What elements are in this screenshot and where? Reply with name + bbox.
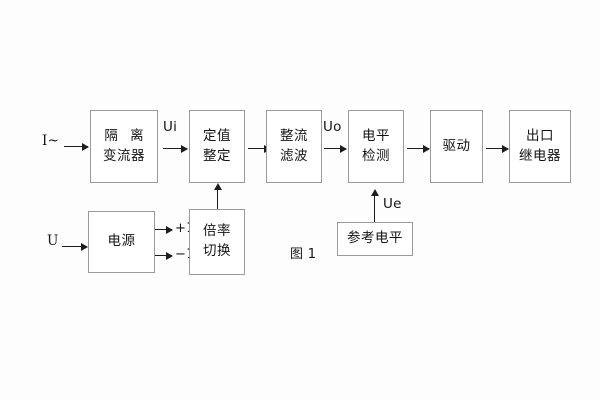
arrow-isolation-to-setting [163, 145, 188, 153]
block-multiplier-switch-line2: 切换 [203, 243, 231, 259]
voltage-input-label: U [47, 233, 59, 249]
block-reference-level: 参考电平 [337, 222, 413, 256]
arrow-level-to-drive [407, 145, 430, 153]
ue-signal-label: Ue [383, 196, 402, 212]
block-isolation-transformer: 隔 离 变流器 [90, 110, 158, 183]
block-setting-value-line2: 整定 [203, 147, 231, 164]
arrow-rail-positive [155, 226, 173, 234]
block-level-detection: 电平 检测 [348, 110, 404, 183]
block-isolation-transformer-line2: 变流器 [103, 147, 145, 164]
block-setting-value: 定值 整定 [189, 110, 245, 183]
arrow-rectifier-to-level [324, 145, 347, 153]
block-rectifier-filter-line1: 整流 [280, 127, 308, 144]
block-multiplier-switch: 倍率 切换 [189, 209, 245, 275]
block-output-relay-line2: 继电器 [519, 147, 561, 164]
block-output-relay-line1: 出口 [526, 127, 554, 144]
current-input-label: I~ [42, 133, 60, 149]
block-isolation-transformer-line1: 隔 离 [104, 127, 148, 144]
block-rectifier-filter-line2: 滤波 [280, 147, 308, 164]
arrow-rail-negative [155, 252, 173, 260]
ui-signal-label: Ui [163, 119, 178, 135]
block-level-detection-line1: 电平 [362, 127, 390, 144]
arrow-voltage-to-power-supply [62, 243, 88, 251]
block-output-relay: 出口 继电器 [509, 110, 571, 183]
block-setting-value-line1: 定值 [203, 127, 231, 144]
arrow-multiplier-to-setting [214, 183, 222, 209]
block-drive-line1: 驱动 [442, 137, 471, 154]
block-level-detection-line2: 检测 [362, 147, 390, 164]
arrow-reference-to-level [371, 189, 379, 222]
block-power-supply: 电源 [88, 211, 155, 273]
arrow-drive-to-output-relay [486, 145, 509, 153]
figure-caption: 图 1 [290, 247, 317, 262]
block-rectifier-filter: 整流 滤波 [266, 110, 322, 183]
block-multiplier-switch-line1: 倍率 [203, 223, 231, 240]
block-drive: 驱动 [430, 110, 483, 183]
arrow-current-to-isolation [64, 143, 89, 151]
uo-signal-label: Uo [323, 119, 342, 135]
block-power-supply-line1: 电源 [107, 233, 136, 250]
block-reference-level-line1: 参考电平 [347, 230, 403, 247]
